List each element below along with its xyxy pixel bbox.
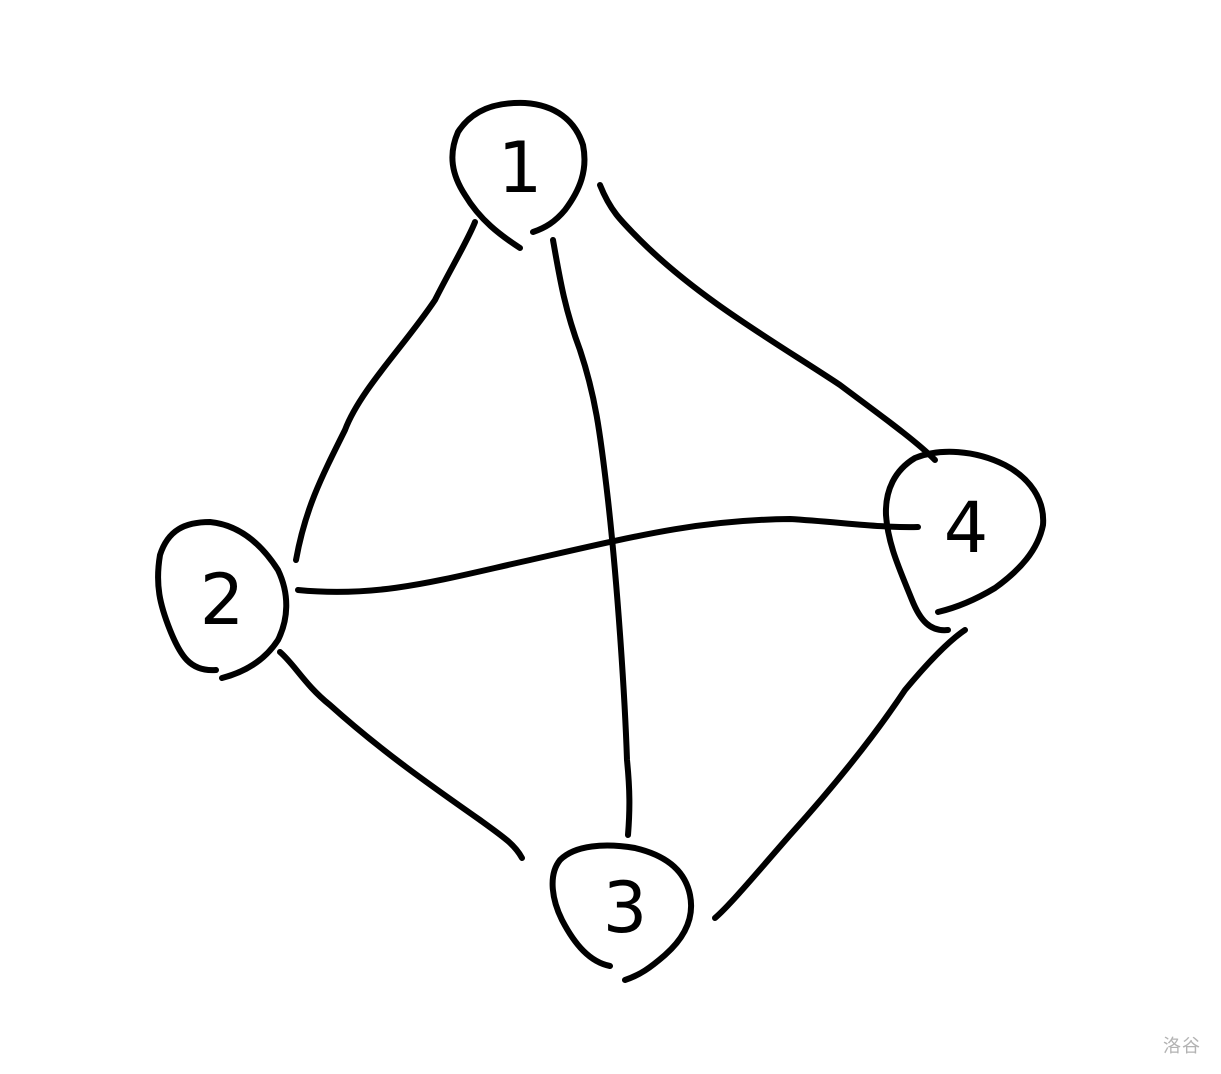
node-2-label: 2 [200, 559, 245, 641]
node-2-circle [155, 519, 290, 681]
edge-2-3 [277, 649, 525, 861]
node-1: 1 [449, 99, 588, 251]
node-4-circle [882, 448, 1047, 634]
node-3-circle [549, 842, 695, 983]
edge-3-4 [712, 627, 968, 921]
edge-1-2 [293, 219, 478, 563]
edge-2-4 [295, 516, 921, 595]
node-1-label: 1 [498, 127, 543, 209]
node-3: 3 [549, 842, 695, 983]
edge-1-4 [597, 182, 938, 463]
node-3-label: 3 [603, 867, 648, 949]
node-1-circle [449, 99, 588, 251]
edge-1-3 [550, 237, 633, 838]
watermark-logo-text: 洛谷 [1163, 1036, 1201, 1057]
node-4-label: 4 [944, 487, 989, 569]
node-4: 4 [882, 448, 1047, 634]
node-2: 2 [155, 519, 290, 681]
